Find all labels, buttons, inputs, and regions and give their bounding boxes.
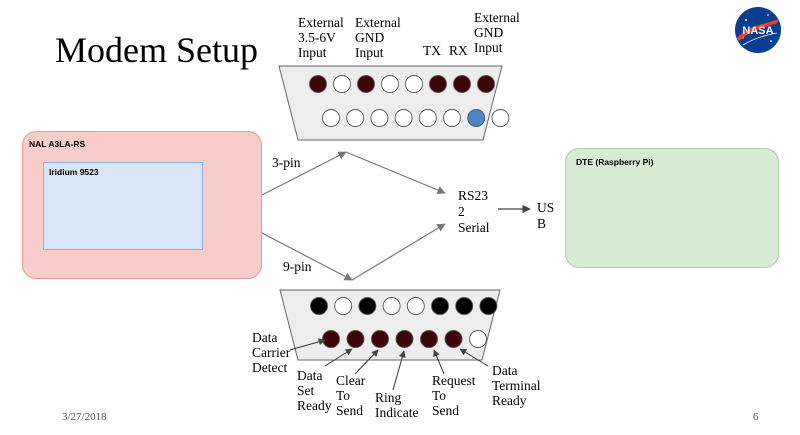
label-external-gnd-1: External GND Input [355,15,401,60]
label-usb: US B [537,200,555,231]
footer-page-number: 6 [753,411,759,423]
label-ring-indicate: Ring Indicate [375,390,419,420]
bottom-row2-pin-5 [420,330,438,348]
nasa-logo-text: NASA [742,25,773,37]
arrow-top-connector-to-serial [345,151,446,194]
top-row2-pin-3 [370,109,389,127]
arrow-bottom-connector-to-serial [351,223,446,281]
label-request-to-send: Request To Send [432,373,476,418]
top-row1-pin-3 [357,75,375,93]
arrow-dsr [324,348,353,367]
arrow-ri [392,350,406,391]
arrow-dcd [289,338,326,351]
bottom-row1-pin-6 [431,297,449,315]
top-row1-pin-2 [333,75,351,93]
top-row1-pin-5 [405,75,423,93]
bottom-row2-pin-1 [322,330,340,348]
bottom-row1-pin-7 [455,297,474,315]
arrow-nal-to-top-connector [261,151,347,196]
arrow-dtr [459,348,489,367]
bottom-row1-pin-3 [358,297,377,315]
top-row2-pin-8 [491,109,510,127]
bottom-row2-pin-2 [346,330,365,348]
arrow-nal-to-bottom-connector [261,232,353,281]
page-title: Modem Setup [55,30,258,70]
bottom-row1-pin-1 [310,297,328,315]
footer-date: 3/27/2018 [62,411,107,423]
label-rs232-serial: RS23 2 Serial [458,188,490,235]
label-data-terminal-ready: Data Terminal Ready [492,363,541,408]
bottom-row2-pin-4 [395,330,414,348]
label-three-pin: 3-pin [272,155,301,170]
iridium-box-label: Iridium 9523 [49,167,99,177]
nasa-logo: NASA [733,5,783,55]
bottom-row2-pin-6 [444,330,463,348]
bottom-row1-pin-2 [334,297,353,315]
arrow-rts [433,349,445,375]
top-row2-pin-5 [418,109,437,127]
bottom-row1-pin-5 [406,297,425,315]
label-data-carrier-detect: Data Carrier Detect [252,330,291,375]
dte-box-label: DTE (Raspberry Pi) [576,157,654,167]
top-row1-pin-8 [477,75,495,93]
top-row1-pin-1 [309,75,327,93]
top-row1-pin-4 [381,75,399,93]
label-clear-to-send: Clear To Send [336,373,366,418]
top-row2-pin-7 [467,109,486,127]
label-external-gnd-2: External GND Input [474,10,520,55]
bottom-row1-pin-8 [479,297,498,315]
dte-raspberry-pi-box: DTE (Raspberry Pi) [565,148,779,268]
bottom-row1-pin-4 [382,297,401,315]
nal-box-label: NAL A3LA-RS [29,139,86,149]
arrow-cts [354,349,379,375]
label-rx: RX [449,43,468,58]
bottom-row2-pin-7 [469,330,487,348]
top-row2-pin-4 [394,109,413,127]
top-row2-pin-6 [443,109,461,127]
label-nine-pin: 9-pin [283,259,312,274]
top-row2-pin-1 [322,109,340,127]
top-row2-pin-2 [346,109,365,127]
top-row1-pin-6 [429,75,447,93]
top-row1-pin-7 [453,75,471,93]
bottom-row2-pin-3 [371,330,389,348]
label-external-power: External 3.5-6V Input [298,15,344,60]
label-data-set-ready: Data Set Ready [297,368,332,413]
label-tx: TX [423,43,441,58]
iridium-9523-box: Iridium 9523 [43,162,203,250]
